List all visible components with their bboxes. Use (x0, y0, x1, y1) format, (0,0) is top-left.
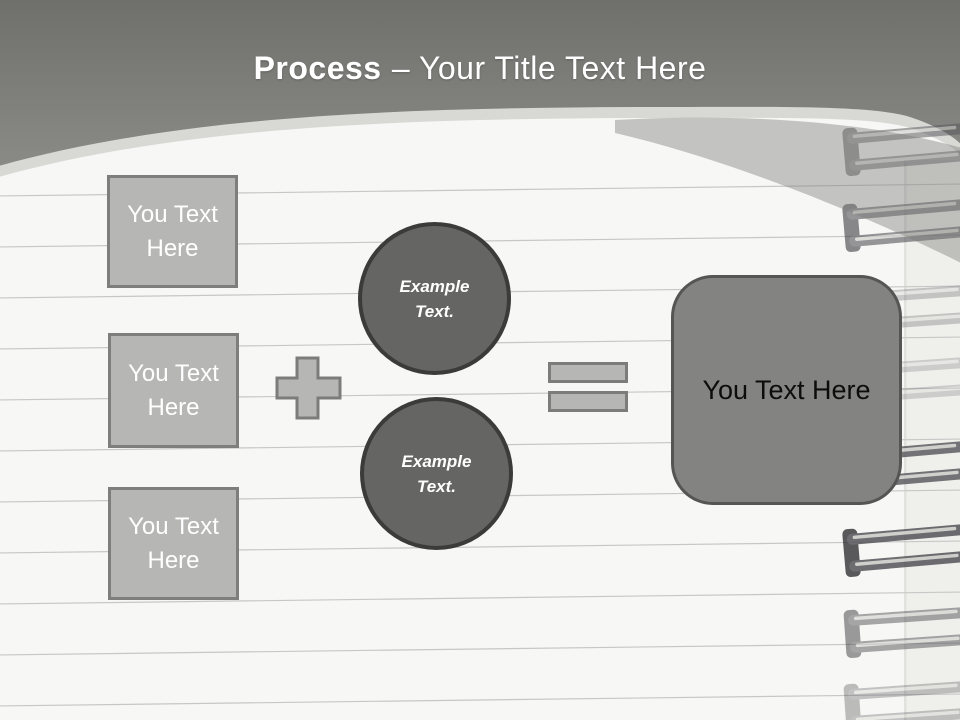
equals-icon (548, 391, 628, 412)
input-box-2-label: You Text Here (128, 359, 219, 421)
example-circle-1-label: Example Text. (399, 276, 470, 321)
equals-icon (548, 362, 628, 383)
title-bold-text: Process (253, 50, 382, 86)
slide-title: Process– Your Title Text Here (0, 50, 960, 87)
example-circle-2: Example Text. (360, 397, 513, 550)
example-circle-2-label: Example Text. (401, 451, 472, 496)
example-circle-1: Example Text. (358, 222, 511, 375)
title-regular-text: – Your Title Text Here (391, 50, 707, 86)
input-box-1-label: You Text Here (127, 200, 218, 262)
result-box-label: You Text Here (702, 374, 871, 405)
input-box-3-label: You Text Here (128, 512, 219, 574)
plus-icon (275, 356, 342, 420)
header-corner-overlay (615, 117, 960, 263)
input-box-2: You Text Here (108, 333, 239, 448)
input-box-1: You Text Here (107, 175, 238, 288)
result-box: You Text Here (671, 275, 902, 505)
input-box-3: You Text Here (108, 487, 239, 600)
